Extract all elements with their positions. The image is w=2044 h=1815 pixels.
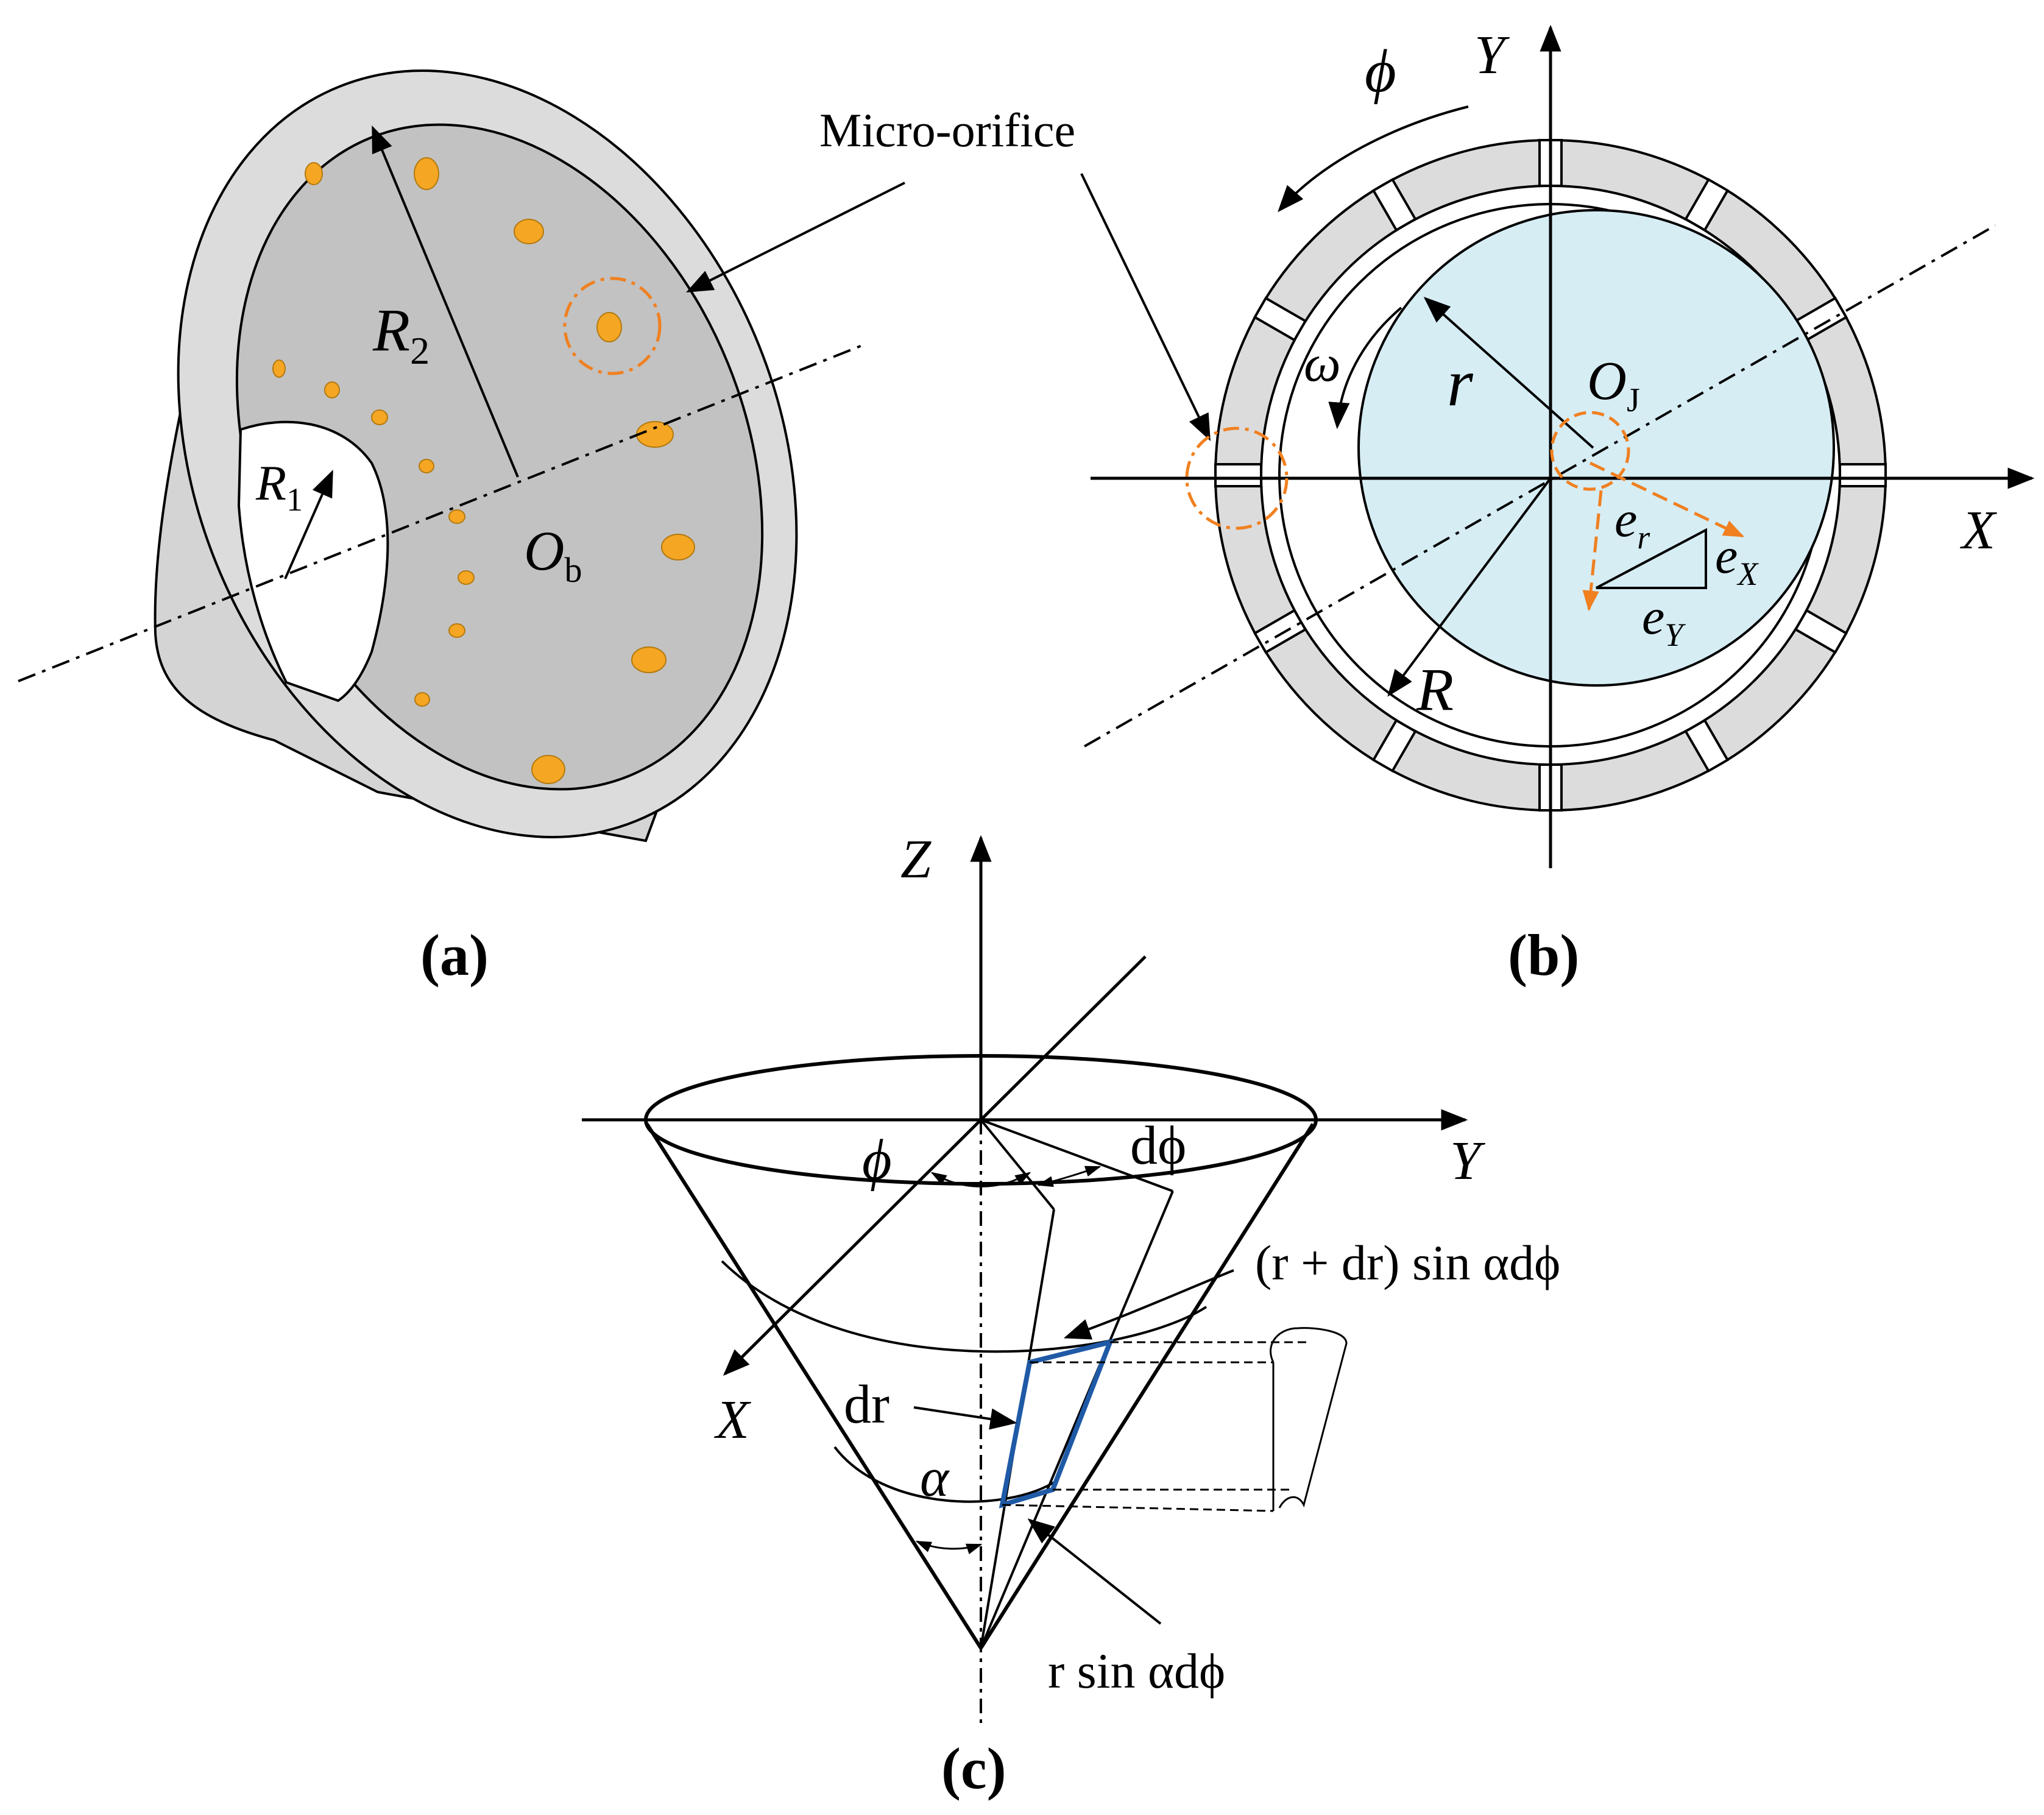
inner-arc xyxy=(833,1446,1058,1503)
ring-slot xyxy=(1214,463,1262,487)
micro-orifice-label: Micro-orifice xyxy=(819,104,1075,157)
label-eY: eY xyxy=(1642,589,1686,653)
eccentricity-highlight xyxy=(1550,411,1630,491)
micro-orifice-dots xyxy=(272,157,695,784)
label-inner-arc: r sin αdϕ xyxy=(1048,1643,1225,1699)
label-dphi-c: dϕ xyxy=(1130,1116,1186,1176)
eccentricity-triangle xyxy=(1596,528,1707,589)
phi-angle-arc xyxy=(930,1172,1031,1187)
label-outer-arc: (r + dr) sin αdϕ xyxy=(1255,1235,1560,1290)
label-phi-c: ϕ xyxy=(862,1128,892,1192)
caption-a: (a) xyxy=(420,922,489,988)
radius-R2-arrow xyxy=(372,125,519,478)
label-omega: ω xyxy=(1304,334,1341,392)
label-dr: dr xyxy=(844,1375,889,1435)
ring-slot xyxy=(1684,177,1730,232)
highlighted-orifice-ring xyxy=(563,277,662,375)
er-vector xyxy=(1589,461,1745,538)
phi-rotation-arrow xyxy=(1278,105,1469,213)
radius-R1-arrow xyxy=(284,469,333,579)
dr-arrow xyxy=(913,1406,1017,1430)
label-alpha: α xyxy=(920,1448,950,1508)
label-phi-b: ϕ xyxy=(1365,37,1396,105)
shell-axis-line xyxy=(18,343,866,682)
journal xyxy=(1357,209,1835,687)
panel-a-bearing-shell: Micro-orifice R2 R1 Ob (a) xyxy=(18,69,1075,988)
label-Y-b: Y xyxy=(1474,25,1510,85)
inner-arc-leader xyxy=(1027,1518,1162,1625)
label-Y-c: Y xyxy=(1450,1131,1486,1191)
label-eX: eX xyxy=(1715,528,1759,592)
omega-rotation-arrow xyxy=(1328,306,1402,430)
cone-right-edge xyxy=(979,1123,1315,1649)
label-R-b: R xyxy=(1416,656,1454,723)
ring-slot xyxy=(1684,718,1730,773)
alpha-angle-arc xyxy=(915,1540,983,1555)
generator-line-4 xyxy=(980,1191,1174,1649)
label-er: er xyxy=(1614,491,1650,556)
outer-arc xyxy=(721,1260,1208,1353)
label-X-c: X xyxy=(714,1390,751,1450)
ring-slot xyxy=(1839,463,1887,487)
cone-left-edge xyxy=(645,1123,983,1649)
projected-strip xyxy=(1002,1327,1348,1512)
label-r: r xyxy=(1447,345,1474,420)
surface-element xyxy=(999,1339,1114,1509)
outer-arc-leader xyxy=(1063,1269,1234,1340)
ring-slot xyxy=(1794,609,1848,654)
ring-slot xyxy=(1371,718,1417,773)
label-R2: R2 xyxy=(372,296,430,372)
label-R1: R1 xyxy=(255,455,303,518)
small-end-opening xyxy=(237,420,389,702)
label-Ob: Ob xyxy=(524,520,582,590)
panel-c-cone-geometry: Z Y X ϕ dϕ dr α (r + dr) sin αdϕ r sin α… xyxy=(582,829,1560,1801)
eccentric-axis-line xyxy=(1084,224,1996,748)
micro-orifice-leader-b xyxy=(1080,173,1211,441)
generator-line-2 xyxy=(980,1119,1173,1192)
micro-orifice-leader-a xyxy=(686,182,905,292)
label-Z-c: Z xyxy=(900,829,932,890)
axis-X-c-back xyxy=(980,955,1147,1121)
caption-c: (c) xyxy=(941,1736,1006,1801)
orifice-highlight-b xyxy=(1185,426,1289,530)
caption-b: (b) xyxy=(1508,922,1579,988)
ring-slot xyxy=(1371,177,1417,232)
axis-X-c xyxy=(723,1119,982,1376)
label-OJ: OJ xyxy=(1587,351,1640,419)
dphi-angle-arc xyxy=(1037,1166,1102,1187)
ring-slot xyxy=(1253,296,1307,342)
eY-vector xyxy=(1582,490,1603,612)
generator-line-1 xyxy=(980,1119,1055,1211)
panel-b-cross-section: ϕ Y X ω r R OJ er eX eY (b) xyxy=(1080,24,2035,988)
label-X-b: X xyxy=(1960,500,1997,561)
radius-R-arrow xyxy=(1387,477,1552,697)
